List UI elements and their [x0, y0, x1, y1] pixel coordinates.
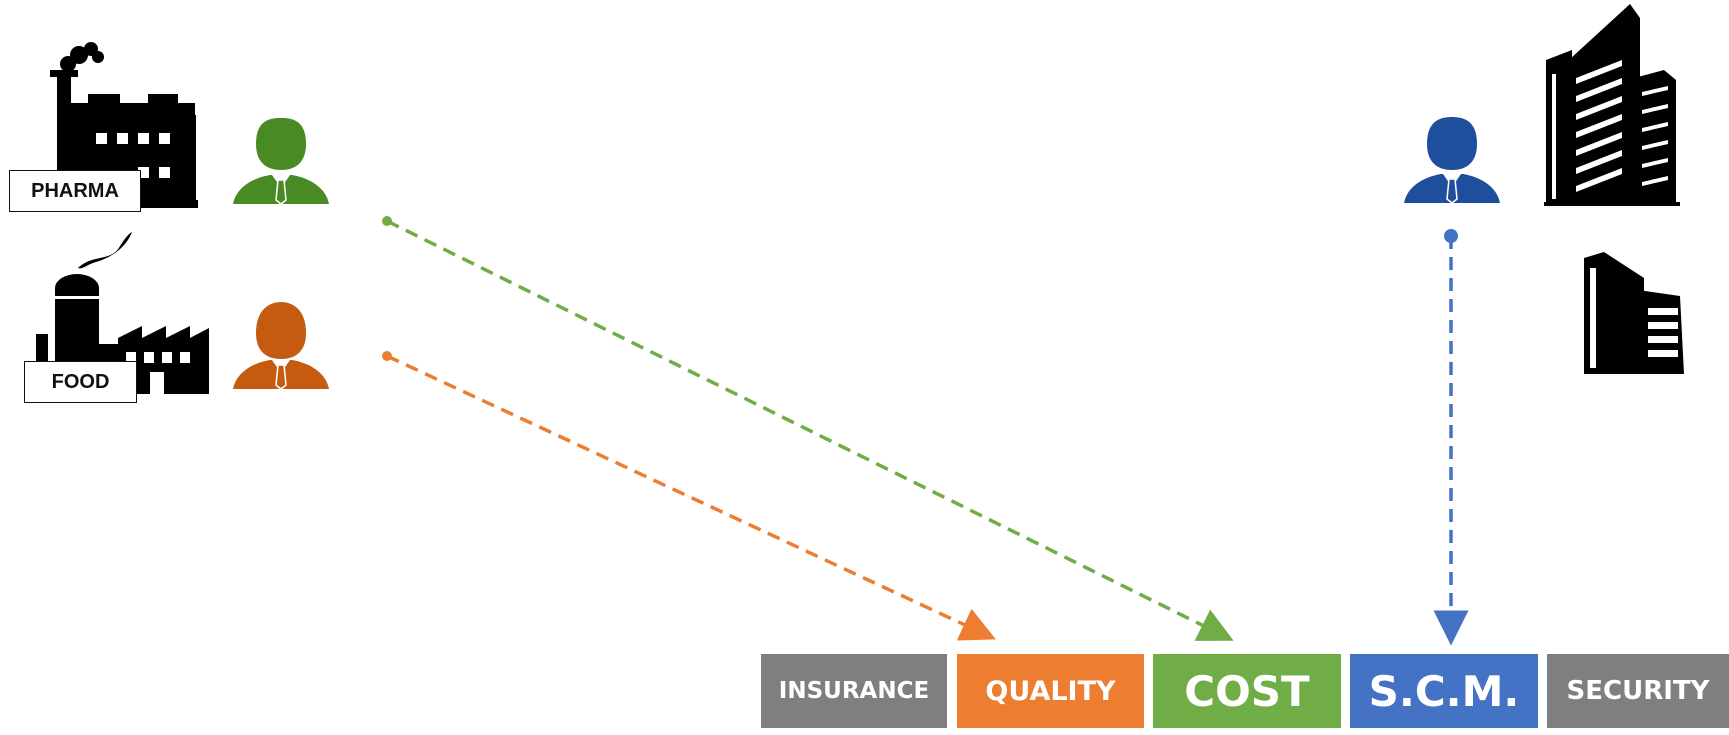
security-block: SECURITY — [1547, 654, 1729, 728]
office-building-icon — [1584, 252, 1684, 374]
corporate-scm-connector — [1433, 229, 1469, 646]
food-person-icon — [233, 302, 329, 390]
pharma-cost-connector — [382, 216, 1234, 641]
pharma-factory-icon — [50, 42, 198, 208]
pharma-person-icon — [233, 118, 329, 205]
cost-block: COST — [1153, 654, 1341, 728]
insurance-block: INSURANCE — [761, 654, 947, 728]
corporate-person-icon — [1404, 117, 1500, 204]
scm-block: S.C.M. — [1350, 654, 1538, 728]
food-label: FOOD — [24, 361, 137, 403]
quality-block: QUALITY — [957, 654, 1144, 728]
food-quality-connector — [382, 351, 996, 641]
skyscraper-icon — [1544, 4, 1680, 206]
pharma-label: PHARMA — [9, 170, 141, 212]
